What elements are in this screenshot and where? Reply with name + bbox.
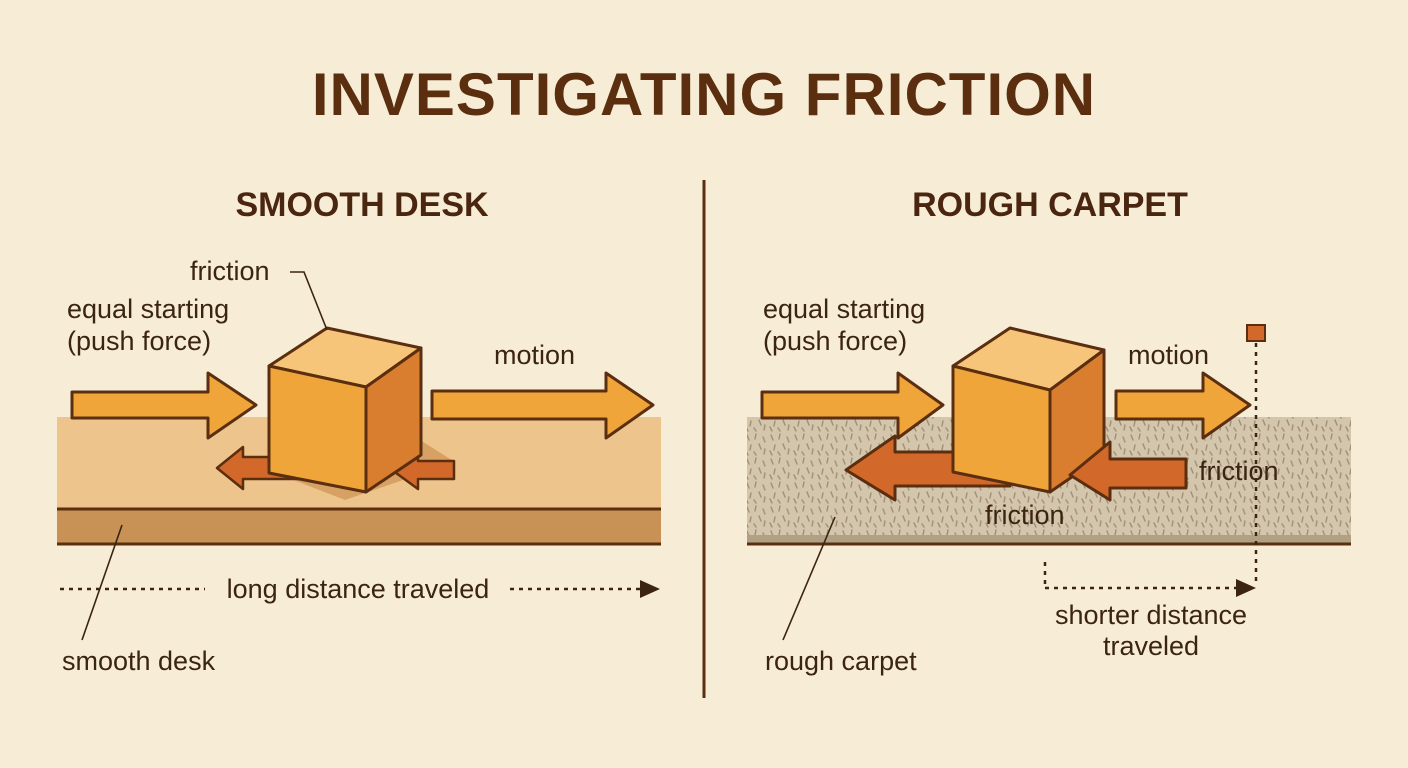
motion-arrow-carpet bbox=[1114, 371, 1252, 440]
smooth-desk-panel: SMOOTH DESK friction equal starting (pus… bbox=[57, 186, 661, 676]
motion-label: motion bbox=[494, 340, 575, 370]
friction-callout-label: friction bbox=[190, 256, 270, 286]
motion-arrow bbox=[430, 371, 655, 440]
short-distance-arrowhead bbox=[1236, 579, 1256, 597]
block-cube bbox=[267, 326, 423, 494]
desk-front-edge bbox=[57, 509, 661, 544]
rough-carpet-panel: ROUGH CARPET equal starting (push force)… bbox=[747, 186, 1351, 676]
motion-label-carpet: motion bbox=[1128, 340, 1209, 370]
push-force-arrow-carpet bbox=[760, 371, 945, 440]
push-force-label-line2: (push force) bbox=[67, 326, 211, 356]
distance-label: long distance traveled bbox=[227, 574, 490, 604]
friction-label-bottom: friction bbox=[985, 500, 1065, 530]
smooth-desk-heading: SMOOTH DESK bbox=[235, 186, 489, 224]
friction-arrow-right-large bbox=[1068, 440, 1188, 502]
rough-carpet-heading: ROUGH CARPET bbox=[912, 186, 1188, 224]
distance-arrowhead bbox=[640, 580, 660, 598]
short-distance-label-line1: shorter distance bbox=[1055, 600, 1247, 630]
push-force-arrow bbox=[70, 371, 258, 440]
carpet-leader-line bbox=[782, 516, 836, 641]
short-distance-label-line2: traveled bbox=[1103, 631, 1199, 661]
surface-label: smooth desk bbox=[62, 646, 216, 676]
push-force-label-line1-carpet: equal starting bbox=[763, 294, 925, 324]
desk-leader-line bbox=[81, 524, 123, 641]
push-force-label-line1: equal starting bbox=[67, 294, 229, 324]
surface-label-carpet: rough carpet bbox=[765, 646, 917, 676]
stop-marker bbox=[1246, 324, 1266, 342]
friction-leader-line bbox=[290, 271, 328, 331]
carpet-edge bbox=[747, 535, 1351, 543]
friction-label-right: friction bbox=[1199, 456, 1279, 486]
push-force-label-line2-carpet: (push force) bbox=[763, 326, 907, 356]
page-title: INVESTIGATING FRICTION bbox=[312, 61, 1096, 128]
